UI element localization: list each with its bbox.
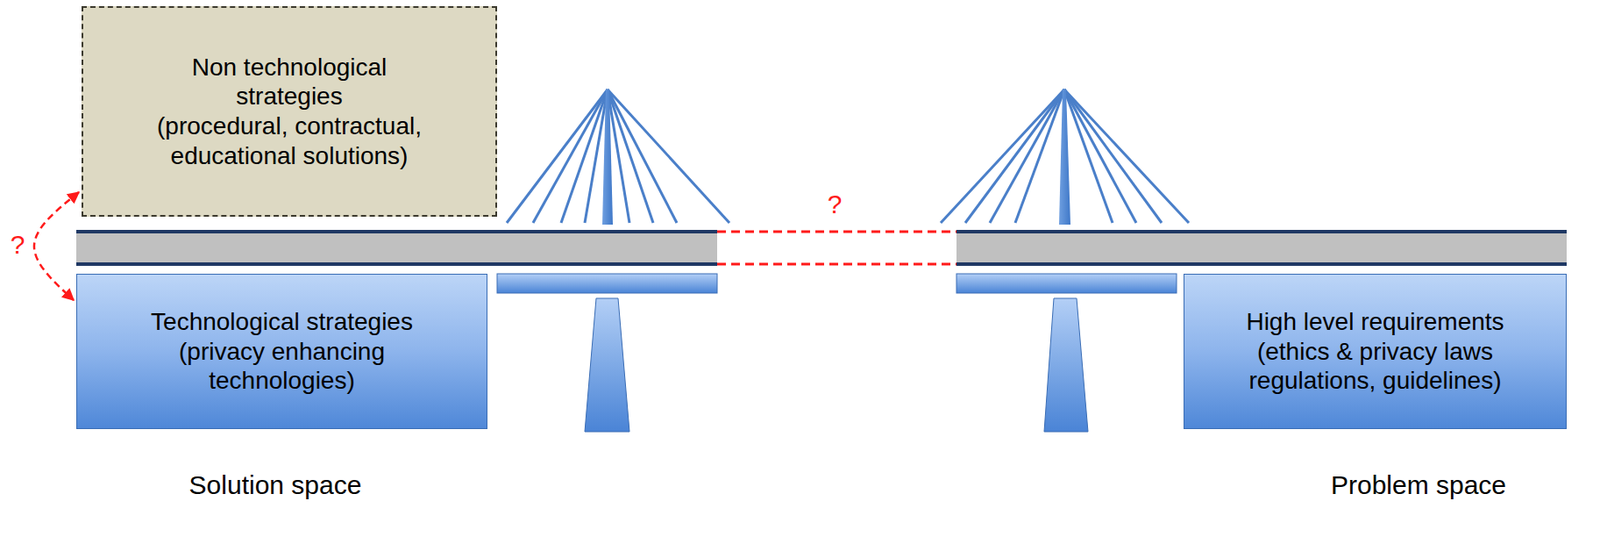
pier	[584, 298, 630, 432]
box-detail: (privacy enhancing technologies)	[137, 336, 427, 396]
bridge-right	[940, 89, 1567, 432]
requirements-box: High level requirements(ethics & privacy…	[1183, 273, 1567, 429]
tech-box: Technological strategies(privacy enhanci…	[76, 273, 488, 429]
missing-span	[717, 231, 957, 264]
box-heading: Technological strategies	[150, 306, 413, 337]
dashed-double-arrow	[34, 192, 79, 300]
cables	[506, 89, 730, 223]
box-detail: (ethics & privacy laws regulations, guid…	[1230, 336, 1521, 396]
question-mark: ?	[827, 188, 843, 221]
deck-edge	[956, 262, 1567, 266]
deck	[956, 233, 1567, 263]
non-tech-box: Non technological strategies(procedural,…	[81, 6, 498, 217]
pier-cap	[956, 273, 1177, 293]
space-caption: Problem space	[1330, 469, 1507, 501]
pylon	[1059, 89, 1071, 225]
deck-edge	[76, 229, 718, 234]
pier	[1044, 298, 1088, 432]
deck	[76, 233, 718, 263]
space-caption: Solution space	[189, 469, 363, 501]
box-detail: (procedural, contractual, educational so…	[144, 111, 434, 171]
box-heading: High level requirements	[1245, 306, 1504, 337]
question-mark: ?	[10, 228, 26, 261]
deck-edge	[956, 229, 1567, 234]
box-heading: Non technological strategies	[144, 52, 434, 112]
deck-edge	[76, 262, 718, 266]
pier-cap	[497, 273, 718, 293]
pylon	[602, 89, 613, 225]
